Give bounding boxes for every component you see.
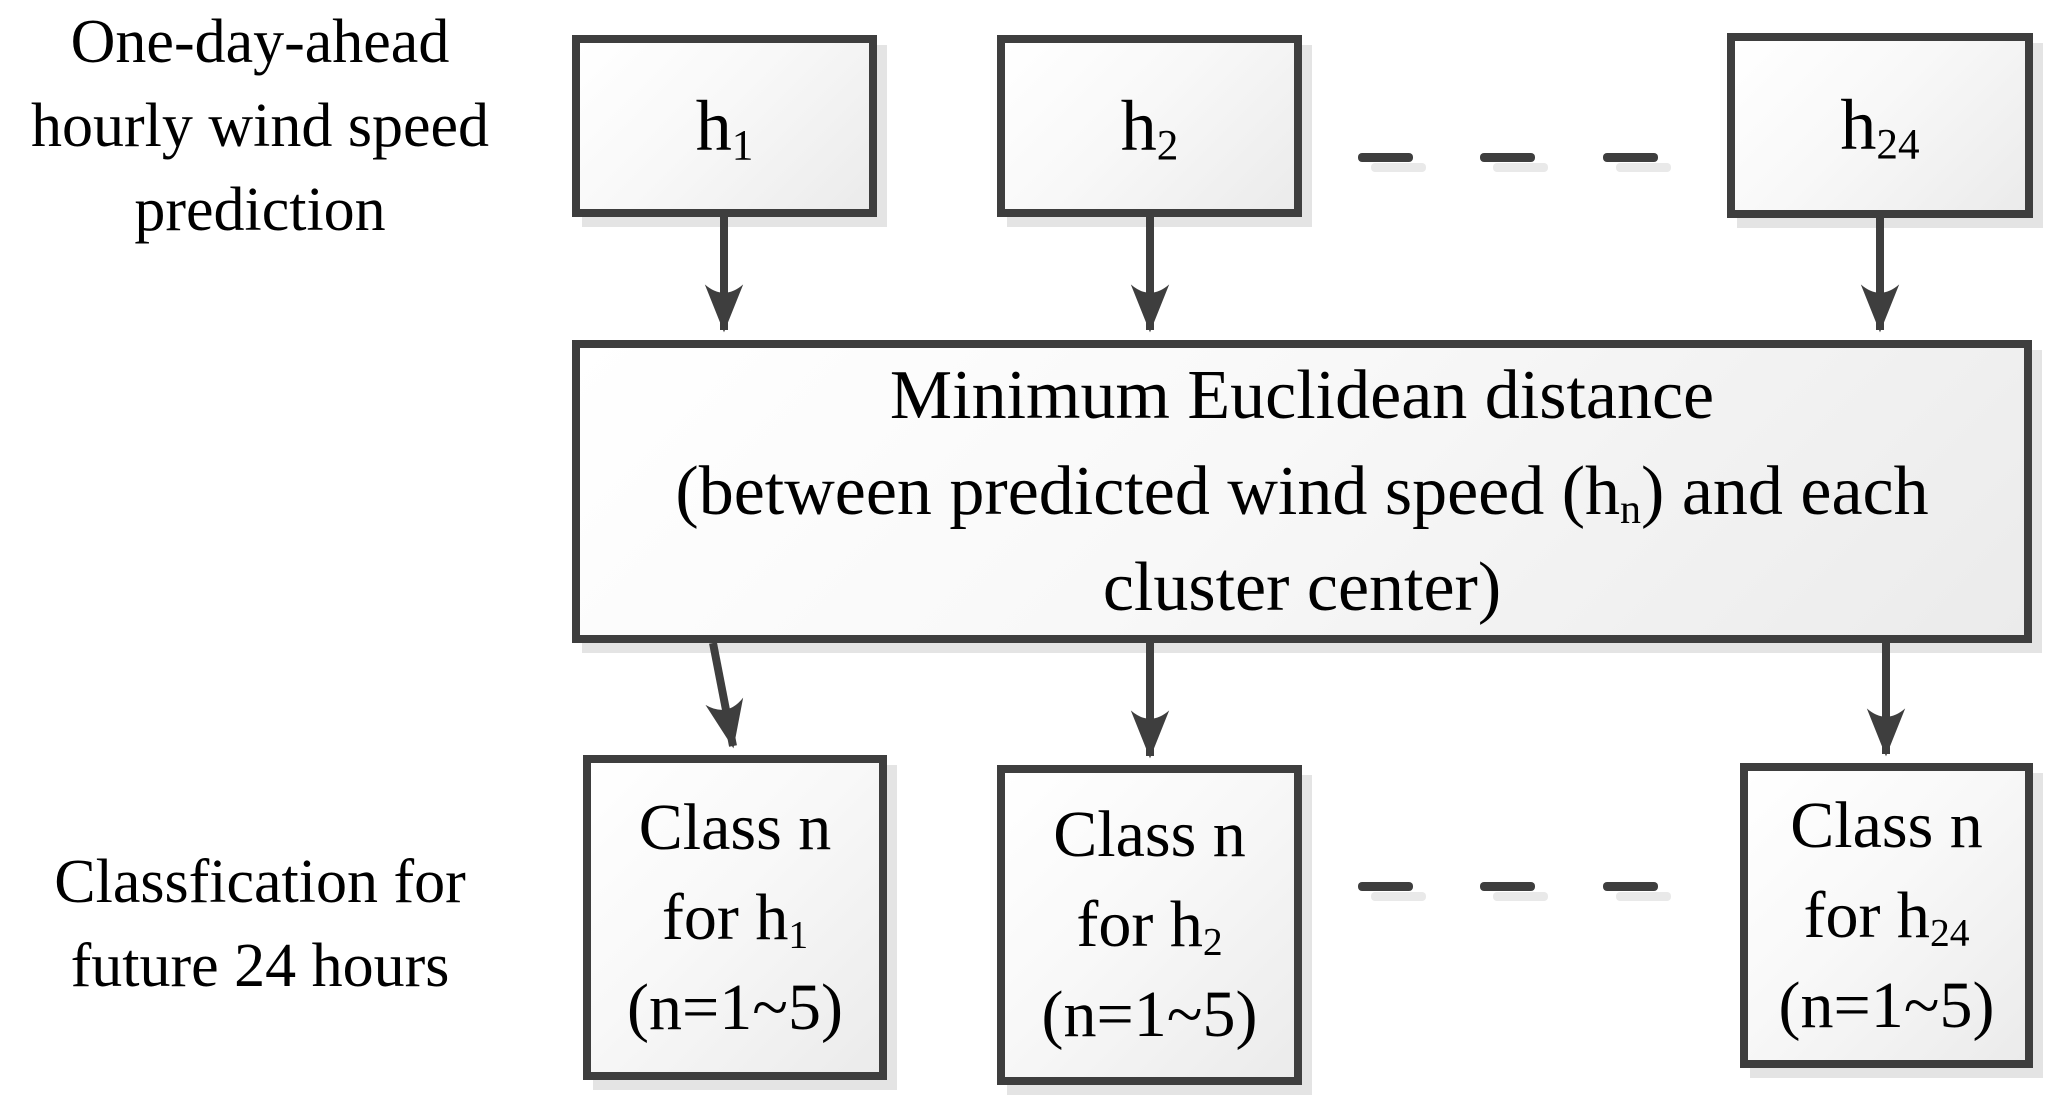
node-label-line3: (n=1~5) [1778,968,1995,1042]
node-class-h2: Class n for h2 (n=1~5) [997,765,1302,1085]
node-label: h24 [1840,85,1920,169]
caption-line: hourly wind speed [30,92,490,160]
subscript: 24 [1929,910,1970,955]
node-min-euclidean-distance: Minimum Euclidean distance (between pred… [572,340,2032,643]
node-label-line2: for h1 [661,880,809,957]
node-label-line2: for h24 [1803,878,1970,955]
node-label-line1: Class n [1790,788,1983,862]
ellipsis-dash [1358,882,1413,891]
node-label-line1: Minimum Euclidean distance [889,356,1715,434]
node-label-line3: (n=1~5) [1041,978,1258,1051]
ellipsis-dash [1358,153,1413,162]
caption-line: future 24 hours [70,932,450,1000]
node-label-line2: (between predicted wind speed (hn) and e… [675,452,1929,533]
caption-line: Classfication for [54,848,466,916]
caption-line: prediction [134,176,386,244]
node-label-line1: Class n [638,790,832,864]
ellipsis-dash [1603,882,1658,891]
caption-line: One-day-ahead [70,8,450,76]
node-h2: h2 [997,35,1302,217]
subscript: 2 [1156,122,1179,169]
subscript: 24 [1876,121,1920,169]
node-label-line2: for h2 [1076,888,1223,964]
node-class-h1: Class n for h1 (n=1~5) [583,755,887,1080]
node-class-h24: Class n for h24 (n=1~5) [1740,763,2033,1068]
ellipsis-dash [1603,153,1658,162]
subscript: n [1620,486,1642,533]
top-row-caption: One-day-ahead hourly wind speed predicti… [0,0,525,252]
node-label-line3: cluster center) [1102,548,1502,626]
node-label: h1 [695,85,754,169]
node-h1: h1 [572,35,877,217]
subscript: 2 [1202,919,1223,964]
node-label-line1: Class n [1053,798,1246,871]
subscript: 1 [731,122,754,169]
subscript: 1 [788,912,809,957]
arrow-distance-to-class1 [705,642,744,749]
bottom-row-caption: Classfication for future 24 hours [0,840,525,1008]
ellipsis-dash [1480,882,1535,891]
ellipsis-dash [1480,153,1535,162]
node-label: h2 [1120,85,1179,169]
node-h24: h24 [1727,33,2033,218]
node-label-line3: (n=1~5) [627,970,843,1044]
